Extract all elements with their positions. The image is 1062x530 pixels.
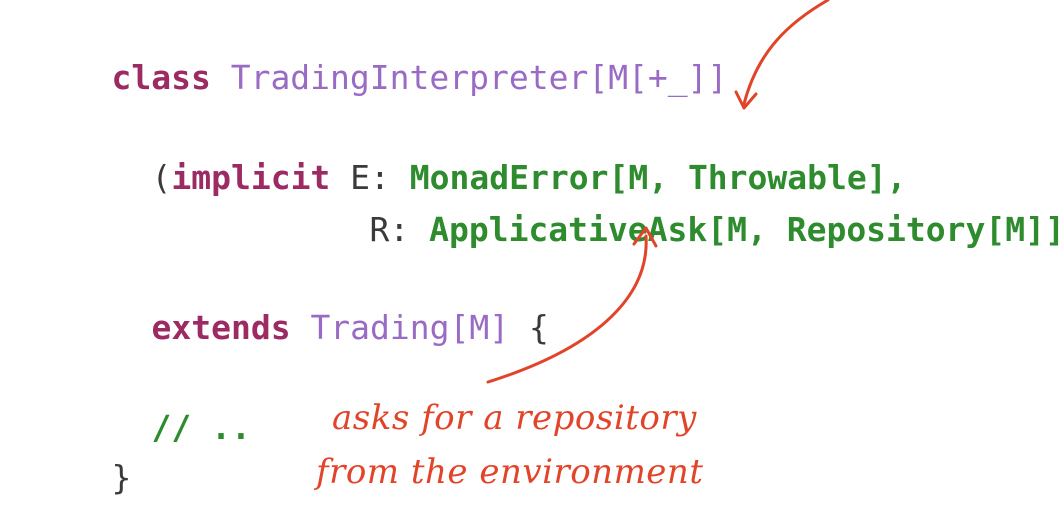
param-e: E: xyxy=(330,158,410,197)
code-comment: // .. xyxy=(151,408,251,447)
code-line-class-declaration: class TradingInterpreter[M[+_]] xyxy=(32,18,727,138)
code-line-extends: extends Trading[M] { xyxy=(72,268,549,388)
annotation-text-line1: asks for a repository xyxy=(332,398,697,438)
arrow-to-monad-error xyxy=(742,0,830,106)
keyword-extends: extends xyxy=(151,308,291,347)
keyword-implicit: implicit xyxy=(171,158,331,197)
code-line-implicit-error: (implicit E: MonadError[M, Throwable], xyxy=(72,118,907,238)
type-trading: Trading[M] xyxy=(310,308,510,347)
annotation-text-line2: from the environment xyxy=(316,452,704,492)
arrowhead-applicative-ask xyxy=(632,226,658,248)
arrowhead-monad-error xyxy=(734,90,758,110)
arrow-to-applicative-ask xyxy=(486,234,648,384)
type-applicative-ask: ApplicativeAsk[M, Repository[M]] xyxy=(429,210,1062,249)
param-r: R: xyxy=(369,210,430,249)
open-paren: ( xyxy=(151,158,172,197)
type-monad-error: MonadError[M, Throwable], xyxy=(409,158,907,197)
code-line-comment: // .. xyxy=(72,368,251,488)
open-brace: { xyxy=(509,308,549,347)
class-name: TradingInterpreter[M[+_]] xyxy=(230,58,728,97)
keyword-class: class xyxy=(111,58,211,97)
close-brace: } xyxy=(111,458,132,497)
code-line-applicative-ask: R: ApplicativeAsk[M, Repository[M]]) xyxy=(290,170,1062,290)
code-line-close-brace: } xyxy=(32,418,131,530)
